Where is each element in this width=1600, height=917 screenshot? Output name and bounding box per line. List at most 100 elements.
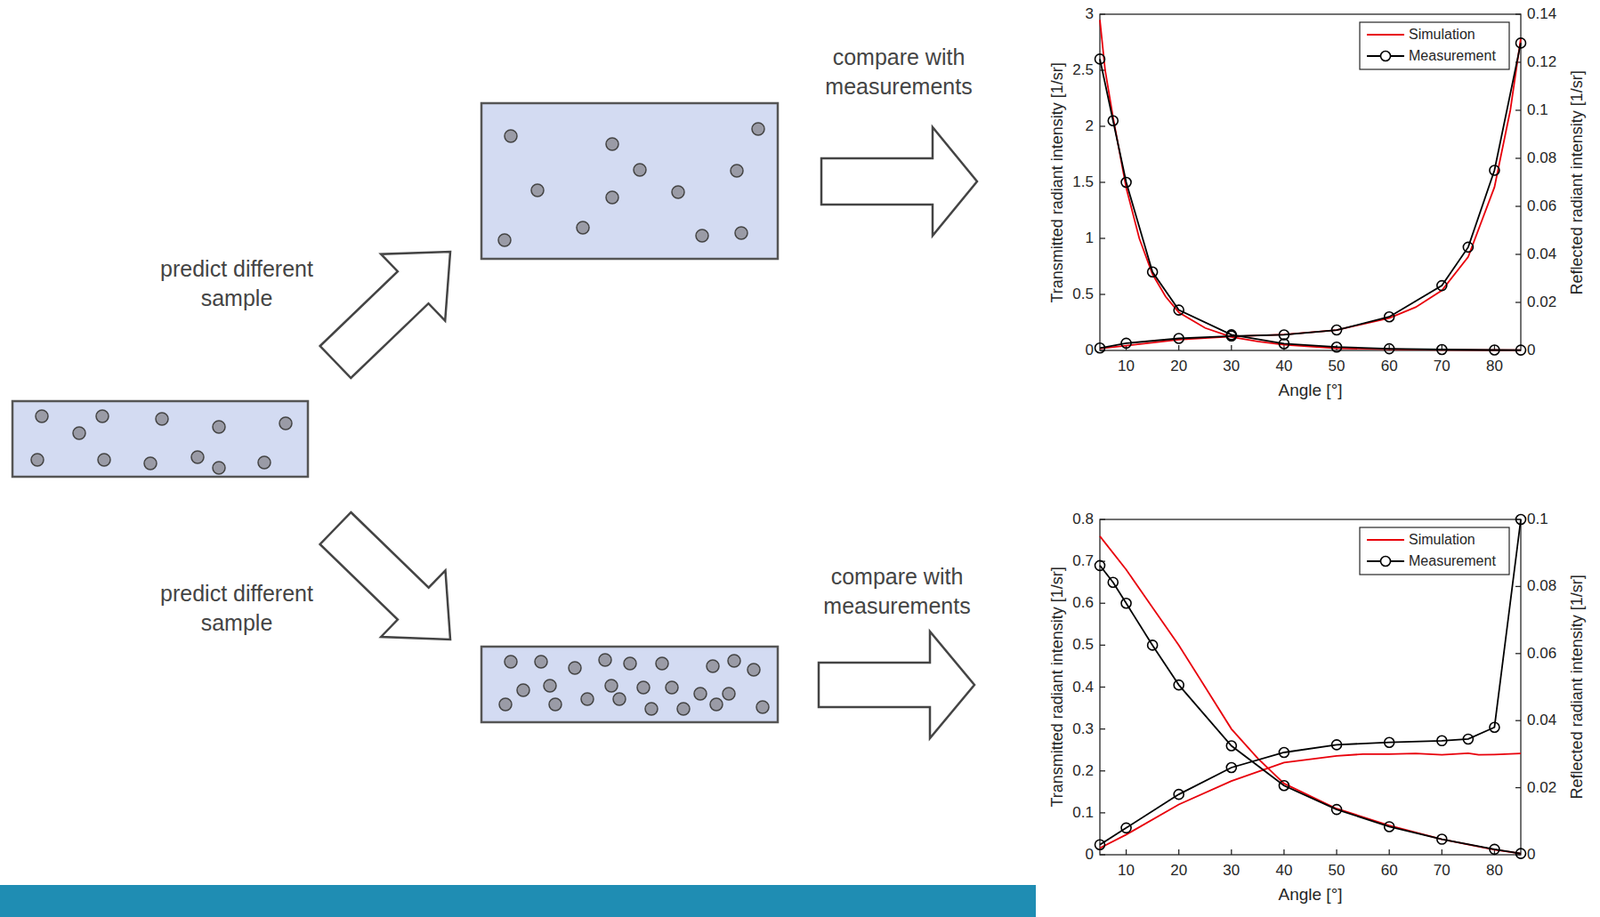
particle bbox=[706, 660, 720, 673]
data-curve bbox=[1099, 38, 1521, 349]
data-marker bbox=[1147, 640, 1158, 651]
tick-label: 50 bbox=[1328, 357, 1346, 376]
tick-label: 0 bbox=[1085, 341, 1094, 360]
particle bbox=[568, 662, 582, 675]
tick bbox=[1099, 645, 1106, 647]
data-marker bbox=[1489, 722, 1500, 733]
particle bbox=[665, 681, 679, 695]
axis-title: Angle [°] bbox=[1277, 885, 1342, 906]
tick bbox=[1099, 812, 1106, 814]
data-marker bbox=[1516, 848, 1527, 859]
tick-label: 10 bbox=[1117, 357, 1135, 376]
tick-label: 0.02 bbox=[1527, 779, 1557, 798]
particle bbox=[543, 679, 557, 693]
tick bbox=[1389, 849, 1390, 856]
data-marker bbox=[1121, 598, 1132, 609]
arrow-caption: compare with measurements bbox=[821, 42, 978, 101]
tick-label: 0.04 bbox=[1527, 245, 1557, 264]
particle bbox=[633, 163, 647, 177]
data-marker bbox=[1095, 840, 1106, 850]
tick-label: 0.12 bbox=[1527, 53, 1557, 72]
data-marker bbox=[1226, 331, 1237, 341]
tick bbox=[1099, 686, 1106, 688]
tick bbox=[1515, 253, 1521, 255]
particle bbox=[751, 122, 765, 136]
tick-label: 40 bbox=[1275, 357, 1293, 376]
particle bbox=[212, 461, 226, 475]
data-marker bbox=[1332, 325, 1342, 336]
legend-sample bbox=[1366, 33, 1405, 36]
axis-title: Reflected radiant intensity [1/sr] bbox=[1567, 70, 1587, 295]
chart bbox=[1095, 515, 1527, 860]
legend-text: Simulation bbox=[1408, 532, 1476, 549]
particle bbox=[747, 663, 760, 677]
legend-text: Measurement bbox=[1408, 48, 1496, 65]
tick-label: 0.1 bbox=[1527, 510, 1549, 529]
tick bbox=[1515, 301, 1521, 303]
particle bbox=[623, 657, 637, 671]
particle bbox=[605, 679, 618, 693]
data-marker bbox=[1384, 737, 1395, 748]
data-marker bbox=[1516, 38, 1527, 49]
tick bbox=[1283, 345, 1285, 351]
data-curve bbox=[1099, 19, 1521, 350]
particle bbox=[606, 137, 619, 151]
data-curve bbox=[1099, 519, 1521, 846]
tick bbox=[1099, 125, 1106, 127]
data-marker bbox=[1226, 762, 1237, 773]
tick-label: 0.02 bbox=[1527, 293, 1557, 312]
particle bbox=[35, 410, 49, 423]
charts bbox=[1095, 14, 1527, 859]
tick-label: 70 bbox=[1433, 357, 1451, 376]
tick-label: 0.1 bbox=[1527, 101, 1549, 120]
data-marker bbox=[1489, 844, 1500, 855]
tick-label: 0.2 bbox=[1072, 762, 1094, 781]
data-marker bbox=[1437, 735, 1447, 746]
particle bbox=[727, 654, 741, 668]
particle bbox=[637, 681, 650, 695]
legend-box bbox=[1359, 527, 1510, 575]
tick-label: 0.4 bbox=[1072, 678, 1094, 697]
data-marker bbox=[1332, 740, 1342, 751]
particle bbox=[191, 451, 204, 464]
particle bbox=[722, 687, 736, 701]
block-arrow bbox=[320, 512, 451, 640]
particle bbox=[498, 234, 511, 247]
data-marker bbox=[1173, 680, 1184, 691]
particle bbox=[499, 698, 512, 712]
tick-label: 2 bbox=[1085, 117, 1094, 136]
tick-label: 2.5 bbox=[1072, 61, 1094, 80]
legend-marker bbox=[1381, 557, 1391, 567]
tick bbox=[1099, 770, 1106, 772]
tick-label: 0.08 bbox=[1527, 149, 1557, 168]
tick bbox=[1515, 109, 1521, 111]
particle bbox=[279, 417, 292, 430]
particle bbox=[517, 684, 530, 697]
axis-title: Transmitted radiant intensity [1/sr] bbox=[1048, 62, 1067, 303]
particle bbox=[531, 184, 544, 197]
tick bbox=[1099, 854, 1106, 856]
particle bbox=[534, 655, 548, 669]
particle bbox=[655, 657, 669, 671]
data-curve bbox=[1099, 58, 1521, 350]
data-marker bbox=[1095, 343, 1106, 354]
tick bbox=[1515, 653, 1521, 655]
tick bbox=[1178, 849, 1180, 856]
data-marker bbox=[1489, 345, 1500, 356]
arrow-caption: predict different sample bbox=[141, 579, 333, 638]
axis-title: Angle [°] bbox=[1277, 380, 1342, 401]
particle bbox=[258, 456, 271, 469]
tick-label: 0.5 bbox=[1072, 637, 1094, 655]
tick-label: 3 bbox=[1085, 5, 1094, 24]
sample-box bbox=[481, 103, 778, 259]
particle bbox=[212, 420, 226, 434]
legend-marker bbox=[1381, 51, 1391, 62]
particle bbox=[735, 226, 748, 240]
tick bbox=[1099, 518, 1106, 520]
data-marker bbox=[1384, 822, 1395, 833]
tick-label: 0.14 bbox=[1527, 5, 1557, 24]
tick bbox=[1125, 849, 1127, 856]
tick bbox=[1283, 849, 1285, 856]
tick bbox=[1515, 720, 1521, 722]
tick-label: 1 bbox=[1085, 229, 1094, 248]
